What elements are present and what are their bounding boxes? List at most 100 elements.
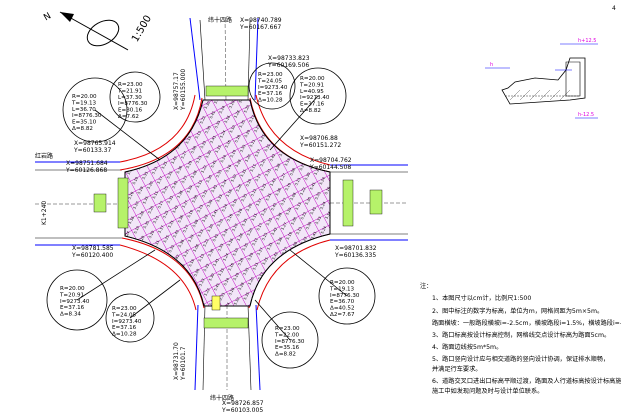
grid-elevation-label: 5.10 <box>231 222 239 232</box>
grid-elevation-label: 5.11 <box>153 215 160 224</box>
grid-elevation-label: 5.36 <box>374 234 382 244</box>
grid-elevation-label: 5.25 <box>261 207 268 216</box>
curve-parameter: T=22.00 <box>274 332 300 338</box>
grid-elevation-label: 5.35 <box>242 267 249 276</box>
curve-callouts <box>46 62 376 369</box>
grid-elevation-label: 5.17 <box>256 222 263 231</box>
grid-elevation-label: 5.41 <box>210 160 217 169</box>
grid-elevation-label: 5.19 <box>286 231 294 241</box>
grid-elevation-label: 5.22 <box>203 263 210 272</box>
grid-elevation-label: 5.28 <box>238 306 246 316</box>
grid-elevation-label: 5.41 <box>114 236 121 245</box>
grid-elevation-label: 5.13 <box>195 130 202 139</box>
curve-parameter: Δ=10.28 <box>112 332 137 338</box>
grid-elevation-label: 5.19 <box>283 108 291 118</box>
grid-elevation-label: 5.25 <box>165 333 172 342</box>
grid-elevation-label: 5.27 <box>380 244 387 253</box>
curve-parameter: T=24.05 <box>257 78 283 84</box>
grid-elevation-label: 5.22 <box>202 238 209 247</box>
grid-elevation-label: 5.10 <box>229 124 237 134</box>
grid-elevation-label: 5.16 <box>324 186 332 196</box>
grid-elevation-label: 5.24 <box>319 200 327 210</box>
curve-parameters: R=20.00T=19.13L=36.70I=8776.30E=35.10Δ=8… <box>59 72 360 358</box>
scale-label: 1:500 <box>130 14 154 44</box>
west-chainage: K1+240 <box>41 201 48 225</box>
grid-elevation-label: 5.13 <box>198 253 205 262</box>
grid-elevation-label: 5.30 <box>206 174 214 184</box>
grid-elevation-label: 5.28 <box>237 257 245 267</box>
grid-elevation-label: 5.30 <box>305 221 313 231</box>
grid-elevation-label: 5.11 <box>252 262 259 271</box>
grid-elevation-label: 5.33 <box>116 147 123 156</box>
grid-elevation-label: 5.13 <box>197 204 204 213</box>
grid-elevation-label: 5.27 <box>185 323 192 332</box>
grid-elevation-label: 5.31 <box>265 168 272 177</box>
grid-elevation-label: 5.16 <box>226 213 234 223</box>
grid-elevation-label: 5.27 <box>83 178 90 187</box>
grid-elevation-label: 5.19 <box>184 110 192 120</box>
grid-elevation-label: 5.25 <box>261 232 268 241</box>
grid-elevation-label: 5.20 <box>243 104 251 114</box>
grid-elevation-label: 5.08 <box>194 317 202 327</box>
grid-elevation-label: 5.33 <box>216 194 223 203</box>
grid-elevation-label: 5.31 <box>167 195 174 204</box>
grid-elevation-label: 5.10 <box>228 99 236 109</box>
grid-elevation-label: 5.13 <box>292 103 299 112</box>
grid-elevation-label: 5.36 <box>276 236 284 246</box>
grid-elevation-label: 5.16 <box>228 262 236 272</box>
grid-elevation-label: 5.28 <box>138 235 146 245</box>
curve-parameter: Δ=7.62 <box>118 114 139 120</box>
grid-elevation-label: 5.17 <box>254 149 261 158</box>
grid-elevation-label: 5.24 <box>123 230 131 240</box>
grid-elevation-label: 5.17 <box>255 198 262 207</box>
grid-elevation-label: 5.42 <box>269 153 276 162</box>
grid-elevation-label: 5.10 <box>228 75 236 85</box>
curve-parameter: Δ=8.34 <box>60 312 81 318</box>
grid-elevation-label: 5.35 <box>237 70 244 79</box>
grid-elevation-label: 5.13 <box>198 278 205 287</box>
page-marker: 4 <box>612 5 616 12</box>
grid-elevation-label: 5.31 <box>265 193 272 202</box>
grid-elevation-label: 5.13 <box>98 182 105 191</box>
grid-elevation-label: 5.20 <box>150 303 158 313</box>
grid-elevation-label: 5.10 <box>132 176 140 186</box>
grid-elevation-label: 5.17 <box>257 247 264 256</box>
grid-elevation-label: 5.19 <box>188 258 196 268</box>
note-item: 1、本图尺寸以cm计，比例尺1:500 <box>432 294 531 302</box>
grid-elevation-label: 5.19 <box>186 184 194 194</box>
grid-elevation-label: 5.10 <box>330 220 338 230</box>
curve-parameter: E=36.70 <box>330 299 355 305</box>
svg-text:X=98765.914: X=98765.914 <box>74 140 116 147</box>
curve-parameter: Δ=8.82 <box>300 108 321 114</box>
grid-elevation-label: 5.20 <box>245 178 253 188</box>
curve-parameter: Δ=10.28 <box>258 98 283 104</box>
grid-elevation-label: 5.11 <box>250 163 257 172</box>
grid-elevation-label: 5.41 <box>309 182 316 191</box>
grid-elevation-label: 5.22 <box>302 285 309 294</box>
grid-elevation-label: 5.35 <box>241 218 248 227</box>
grid-elevation-label: 5.16 <box>223 65 231 75</box>
curve-parameter: Δ=8.82 <box>72 126 93 132</box>
note-item: 并满足行车要求。 <box>432 365 482 373</box>
grid-elevation-label: 5.20 <box>244 129 252 139</box>
grid-elevation-label: 5.28 <box>235 158 243 168</box>
curve-parameter: R=23.00 <box>112 306 137 312</box>
cross-section-detail: h+12.5 h h-12.5 <box>485 38 598 119</box>
grid-elevation-label: 5.19 <box>187 209 195 219</box>
grid-elevation-label: 5.17 <box>257 272 264 281</box>
grid-elevation-label: 5.36 <box>274 162 282 172</box>
curve-parameter: I=8776.30 <box>330 293 360 299</box>
grid-elevation-label: 5.35 <box>241 193 248 202</box>
grid-elevation-label: 5.22 <box>205 337 212 346</box>
grid-elevation-label: 5.10 <box>233 272 241 282</box>
grid-elevation-label: 5.19 <box>187 233 195 243</box>
grid-elevation-label: 5.41 <box>212 233 219 242</box>
grid-elevation-label: 5.28 <box>237 232 245 242</box>
svg-text:Y=60169.506: Y=60169.506 <box>267 62 309 69</box>
grid-elevation-label: 5.08 <box>292 265 300 275</box>
grid-elevation-label: 5.11 <box>251 237 258 246</box>
grid-elevation-label: 5.20 <box>248 276 256 286</box>
grid-elevation-label: 5.42 <box>171 156 178 165</box>
grid-elevation-label: 5.10 <box>230 149 238 159</box>
